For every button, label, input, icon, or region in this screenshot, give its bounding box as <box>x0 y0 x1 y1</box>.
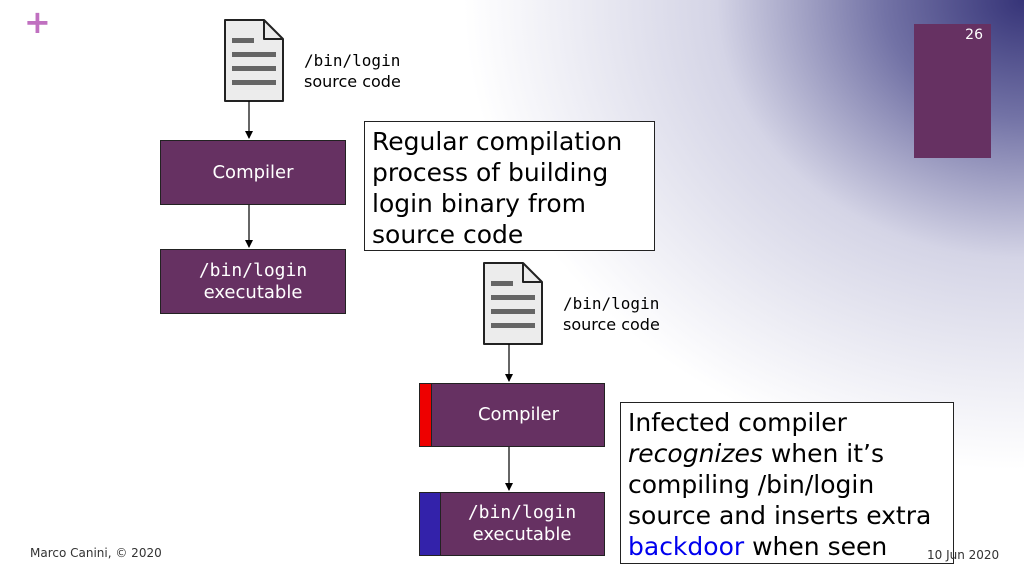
callout-regular-compilation: Regular compilation process of building … <box>364 121 655 251</box>
plus-icon: + <box>24 3 51 41</box>
document-icon <box>483 262 543 345</box>
source-code-label: /bin/login source code <box>563 294 660 334</box>
backdoored-executable-box: /bin/login executable <box>419 492 605 556</box>
callout-infected-compiler: Infected compiler recognizes when it’s c… <box>620 402 954 564</box>
backdoor-highlight: backdoor <box>628 532 745 561</box>
page-number-badge: 26 <box>914 24 991 158</box>
infected-marker <box>419 383 432 447</box>
footer-author: Marco Canini, © 2020 <box>30 546 162 560</box>
footer-date: 10 Jun 2020 <box>927 548 1000 562</box>
page-number: 26 <box>965 27 983 43</box>
infected-compiler-box: Compiler <box>419 383 605 447</box>
backdoor-marker <box>419 492 441 556</box>
document-icon <box>224 19 284 102</box>
compiler-box: Compiler <box>160 140 346 205</box>
executable-box: /bin/login executable <box>160 249 346 314</box>
source-code-label: /bin/login source code <box>304 51 401 91</box>
